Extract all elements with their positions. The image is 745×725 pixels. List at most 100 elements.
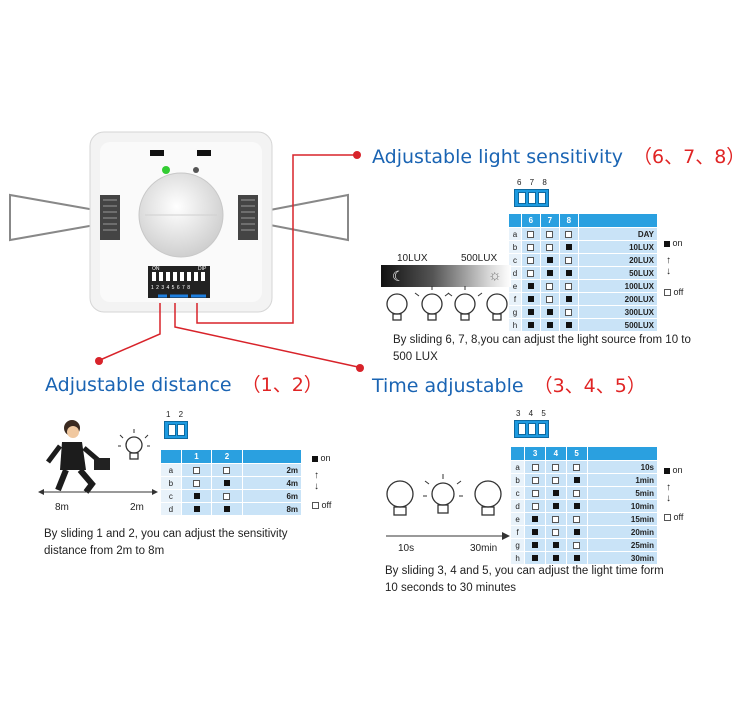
switch-off-icon xyxy=(524,473,546,487)
switch-off-icon xyxy=(539,292,560,306)
time-description: By sliding 3, 4 and 5, you can adjust th… xyxy=(385,565,664,594)
switch-on-icon xyxy=(520,305,541,319)
table-row: d 10min xyxy=(509,499,658,513)
row-value: 20min xyxy=(586,525,658,539)
row-key: b xyxy=(508,240,522,254)
row-key: b xyxy=(509,473,526,487)
row-value: 30min xyxy=(586,551,658,565)
row-key: d xyxy=(509,499,526,513)
row-key: c xyxy=(509,486,526,500)
table-row: g 25min xyxy=(509,538,658,552)
switch-off-icon xyxy=(544,473,567,487)
row-key: c xyxy=(160,489,182,503)
switch-off-icon xyxy=(524,499,546,513)
switch-off-icon xyxy=(565,460,588,474)
switch-on-icon xyxy=(565,473,588,487)
switch-on-icon xyxy=(558,266,579,280)
switch-off-icon xyxy=(544,460,567,474)
switch-off-icon xyxy=(211,463,243,477)
switch-on-icon xyxy=(520,318,541,332)
switch-on-icon xyxy=(539,318,560,332)
time-legend-off: off xyxy=(664,512,683,522)
table-header-cell: 4 xyxy=(544,446,567,461)
switch-off-icon xyxy=(524,486,546,500)
switch-on-icon xyxy=(211,502,243,516)
row-key: a xyxy=(509,460,526,474)
row-key: g xyxy=(509,538,526,552)
switch-off-icon xyxy=(565,512,588,526)
time-title: Time adjustable（3、4、5） xyxy=(372,371,646,398)
table-header-cell xyxy=(509,446,526,461)
light-sensitivity-description: By sliding 6, 7, 8,you can adjust the li… xyxy=(393,334,691,363)
table-header-cell xyxy=(160,449,182,464)
distance-legend-on: on xyxy=(312,453,331,463)
row-value: 100LUX xyxy=(577,279,659,293)
lux-label-low: 10LUX xyxy=(397,253,428,264)
light-sensitivity-title-text: Adjustable light sensitivity xyxy=(372,146,624,168)
switch-on-icon xyxy=(524,538,546,552)
time-legend-arrow: ↑↓ xyxy=(666,482,671,504)
switch-off-icon xyxy=(180,463,213,477)
switch-off-icon xyxy=(524,460,546,474)
row-value: 15min xyxy=(586,512,658,526)
switch-on-icon xyxy=(558,292,579,306)
row-value: DAY xyxy=(577,227,659,241)
light-bulbs-row xyxy=(386,286,508,321)
row-value: 50LUX xyxy=(577,266,659,280)
switch-off-icon xyxy=(544,525,567,539)
table-header-cell: 2 xyxy=(211,449,243,464)
dip-caption-right: DIP xyxy=(198,266,207,272)
switch-off-icon xyxy=(539,227,560,241)
switch-off-icon xyxy=(520,253,541,267)
row-value: 10s xyxy=(586,460,658,474)
row-value: 10min xyxy=(586,499,658,513)
row-key: h xyxy=(509,551,526,565)
row-key: c xyxy=(508,253,522,267)
time-numbers: （3、4、5） xyxy=(533,375,646,397)
row-key: d xyxy=(160,502,182,516)
lux-label-high: 500LUX xyxy=(461,253,498,264)
table-header-cell: 3 xyxy=(524,446,546,461)
row-value: 8m xyxy=(241,502,303,516)
switch-on-icon xyxy=(565,525,588,539)
switch-on-icon xyxy=(524,551,546,565)
distance-title-text: Adjustable distance xyxy=(45,374,232,396)
switch-on-icon xyxy=(544,551,567,565)
time-legend-on: on xyxy=(664,465,683,475)
table-row: a 10s xyxy=(509,460,658,474)
switch-on-icon xyxy=(520,292,541,306)
distance-numbers: （1、2） xyxy=(241,374,323,396)
running-man-icon xyxy=(46,420,110,494)
switch-on-icon xyxy=(565,499,588,513)
table-header-cell xyxy=(586,446,658,461)
row-value: 20LUX xyxy=(577,253,659,267)
light-dip-numbers: 6 7 8 xyxy=(517,178,550,187)
switch-off-icon xyxy=(520,266,541,280)
row-value: 500LUX xyxy=(577,318,659,332)
switch-on-icon xyxy=(558,240,579,254)
lux-gradient-bar xyxy=(381,265,511,287)
switch-on-icon xyxy=(558,318,579,332)
distance-description: By sliding 1 and 2, you can adjust the s… xyxy=(44,528,288,557)
table-header-cell: 8 xyxy=(558,213,579,228)
switch-on-icon xyxy=(524,512,546,526)
switch-on-icon xyxy=(180,502,213,516)
row-value: 25min xyxy=(586,538,658,552)
time-dip-numbers: 3 4 5 xyxy=(516,409,549,418)
switch-off-icon xyxy=(558,279,579,293)
row-key: a xyxy=(508,227,522,241)
switch-on-icon xyxy=(544,486,567,500)
light-sensitivity-numbers: （6、7、8） xyxy=(633,146,745,168)
switch-on-icon xyxy=(544,538,567,552)
